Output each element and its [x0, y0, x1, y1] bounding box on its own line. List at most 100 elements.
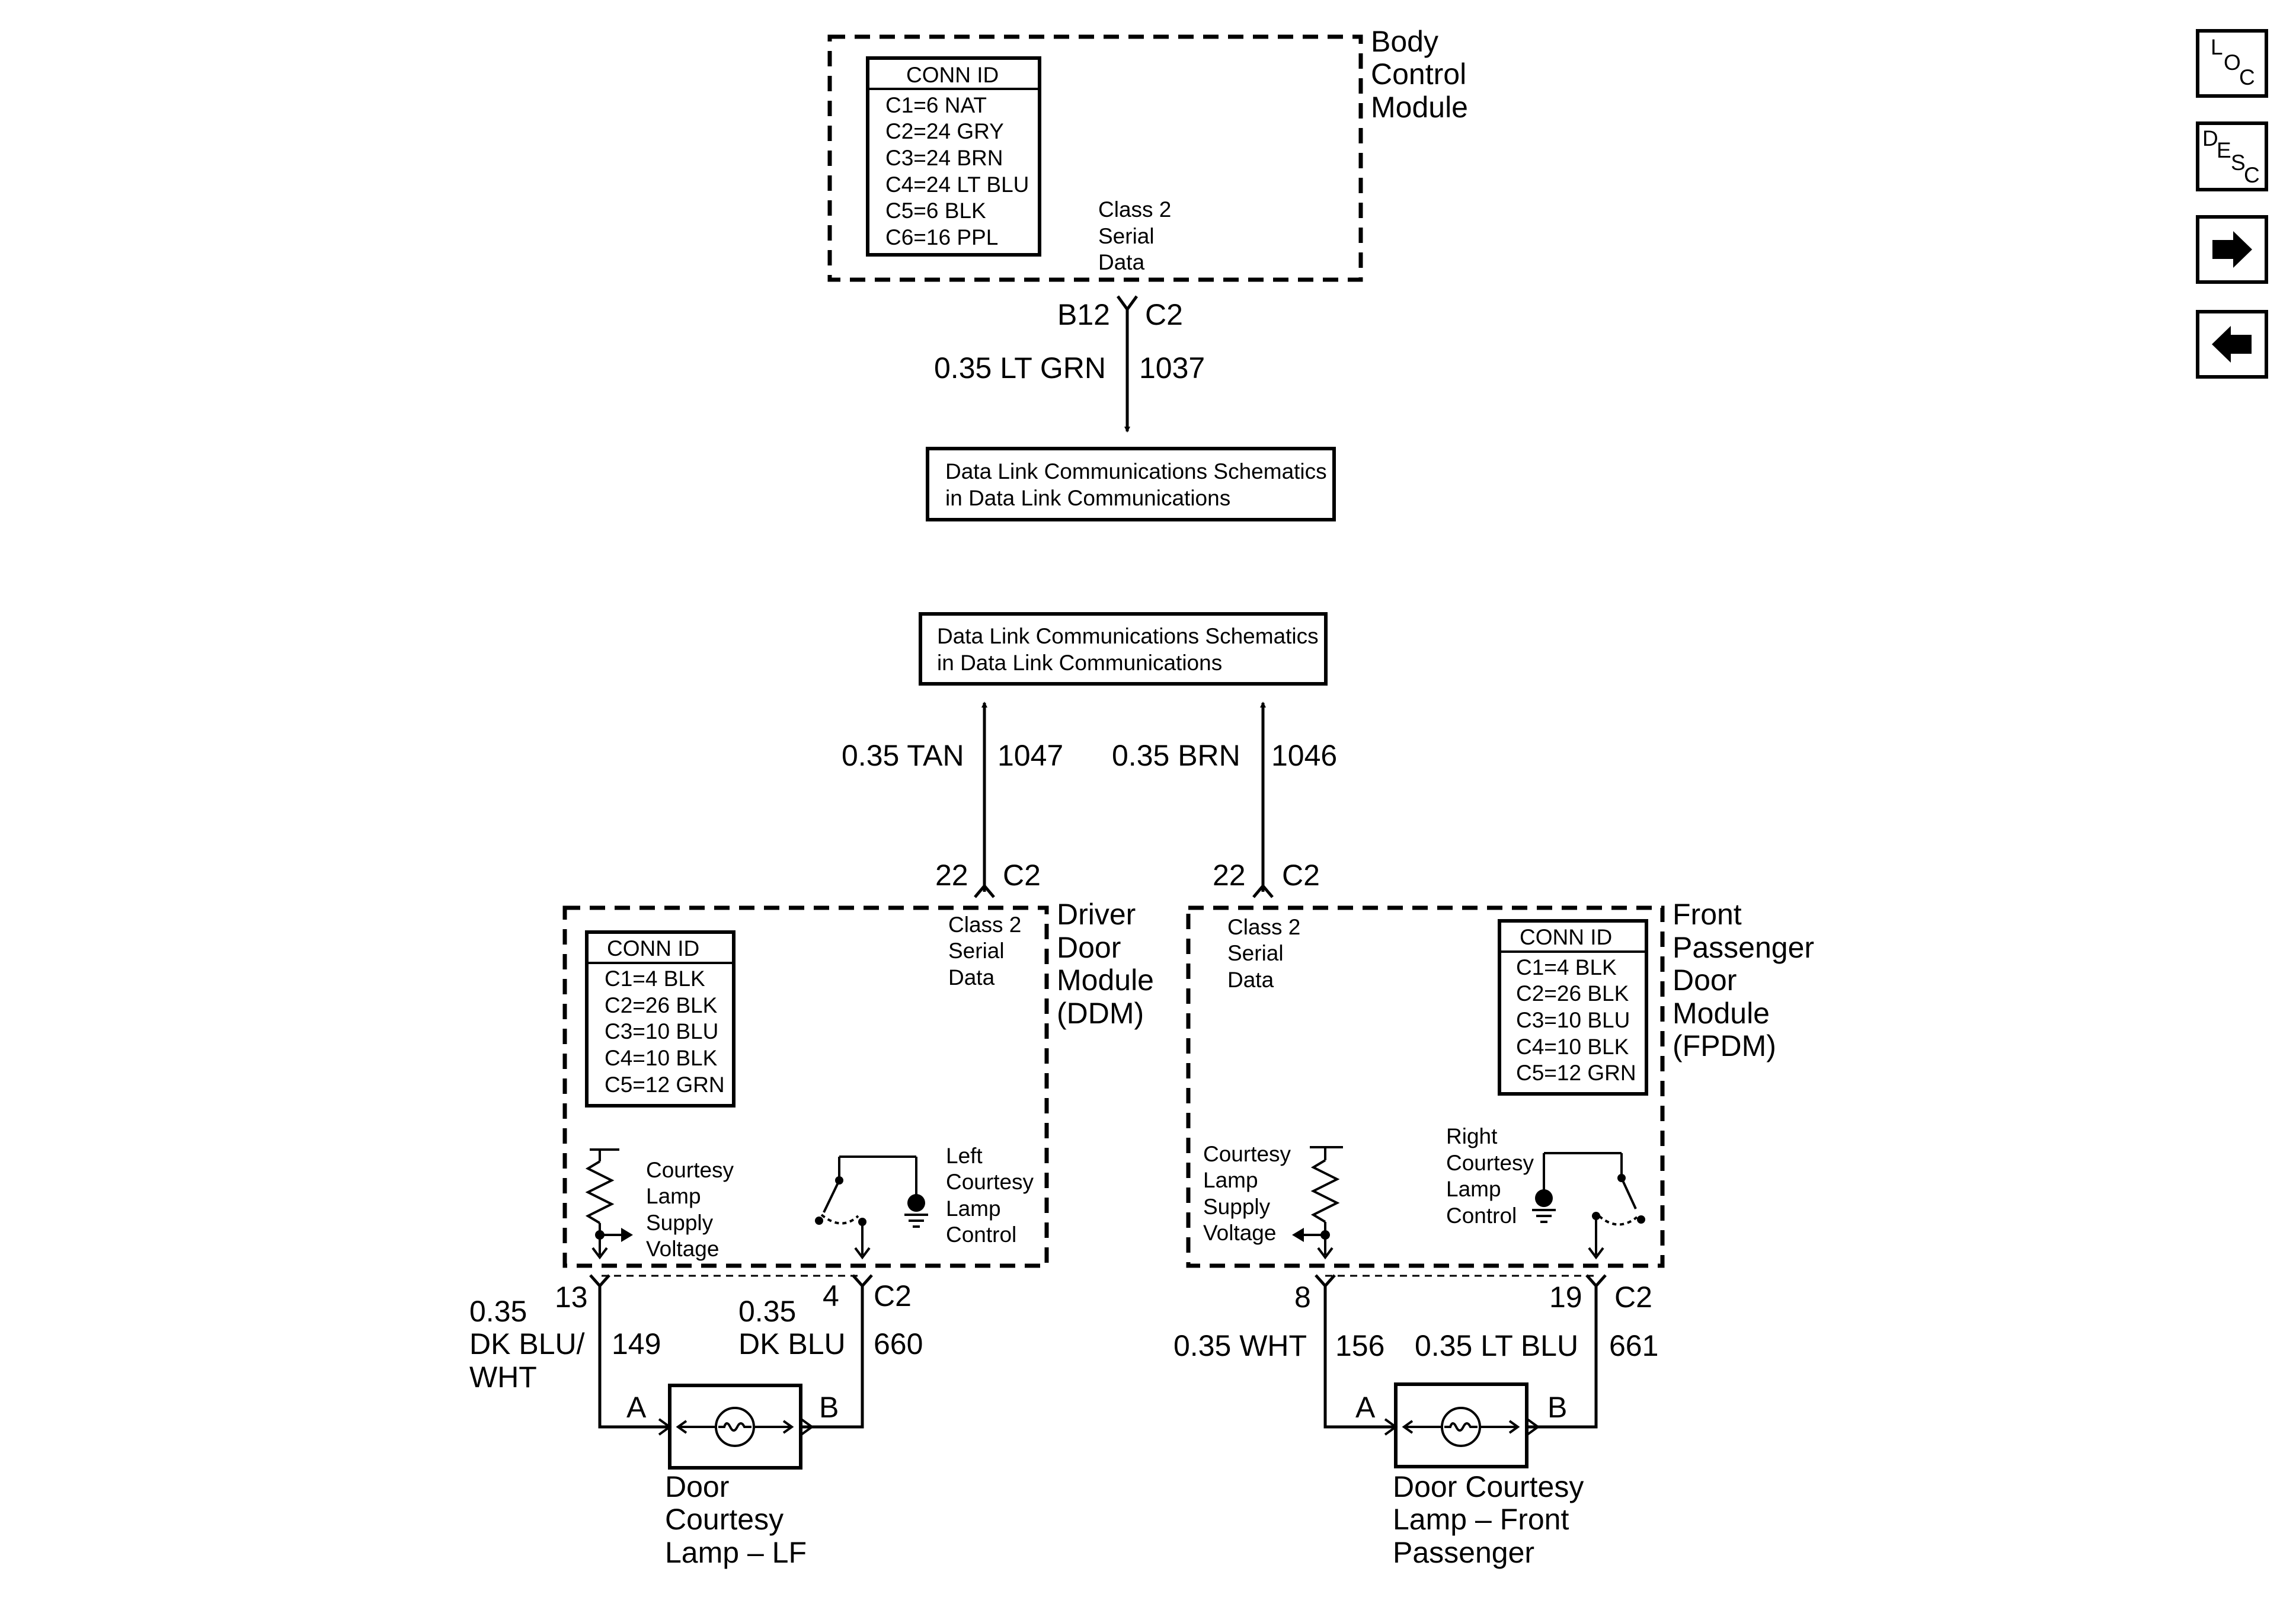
circuit-number: 156 [1335, 1329, 1384, 1362]
lf-courtesy-lamp [658, 1384, 814, 1470]
loc-letter: C [2239, 65, 2255, 89]
serial-data-label: Class 2 [1227, 915, 1300, 939]
lamp-name: Lamp – LF [665, 1536, 807, 1569]
supply-voltage-label: Lamp [646, 1184, 701, 1208]
conn-id-entry: C5=12 GRN [605, 1073, 725, 1097]
lamp-control-label: Left [946, 1144, 983, 1168]
conn-id-entry: C3=24 BRN [885, 146, 1003, 170]
ddm-name: Driver [1057, 898, 1136, 931]
lamp-name: Lamp – Front [1393, 1503, 1569, 1536]
supply-voltage-label: Lamp [1203, 1168, 1258, 1192]
serial-data-label: Serial [1227, 941, 1284, 965]
lamp-control-label: Courtesy [1446, 1151, 1534, 1175]
fpdm-control-switch [1543, 1152, 1645, 1260]
conn-id-entry: C4=10 BLK [1516, 1035, 1629, 1059]
wire-color-label: 0.35 [738, 1295, 796, 1328]
data-link-reference-text: Data Link Communications Schematics [945, 459, 1327, 484]
data-link-reference-middle[interactable]: Data Link Communications Schematics in D… [919, 612, 1328, 686]
lamp-bulb-icon [1441, 1407, 1481, 1447]
connector-pin-number: 13 [555, 1281, 588, 1314]
wire-color-label: 0.35 LT GRN [934, 351, 1106, 385]
supply-voltage-label: Courtesy [1203, 1142, 1291, 1166]
driver-door-module: Driver Door Module (DDM) Class 2 Serial … [562, 898, 1154, 1268]
terminal-label: A [626, 1391, 647, 1424]
supply-voltage-label: Supply [646, 1211, 714, 1235]
connector-pin-number: 22 [935, 859, 968, 892]
conn-id-entry: C4=10 BLK [605, 1046, 718, 1070]
lamp-name: Courtesy [665, 1503, 784, 1536]
data-link-reference-top[interactable]: Data Link Communications Schematics in D… [926, 447, 1336, 521]
loc-button[interactable]: L O C [2196, 29, 2268, 98]
fp-courtesy-lamp [1384, 1382, 1540, 1468]
arrow-right-icon [2212, 231, 2252, 268]
lamp-bulb-icon [715, 1407, 755, 1447]
prev-button[interactable] [2196, 310, 2268, 379]
connector-pin-number: 22 [1213, 859, 1246, 892]
ddm-conn-id-table: CONN ID C1=4 BLK C2=26 BLK C3=10 BLU C4=… [585, 930, 736, 1108]
lamp-control-label: Control [946, 1222, 1016, 1247]
serial-data-label: Data [948, 965, 995, 990]
conn-id-entry: C6=16 PPL [885, 225, 998, 249]
connector-pin-number: 8 [1294, 1281, 1311, 1314]
serial-data-label: Serial [948, 939, 1005, 963]
supply-voltage-label: Supply [1203, 1195, 1271, 1219]
terminal-label: A [1355, 1391, 1376, 1424]
lamp-name: Door [665, 1470, 729, 1503]
desc-letter: S [2231, 151, 2246, 175]
circuit-number: 660 [874, 1327, 923, 1361]
conn-id-title: CONN ID [1520, 925, 1612, 949]
conn-id-entry: C3=10 BLU [605, 1019, 718, 1044]
supply-voltage-label: Voltage [646, 1237, 719, 1261]
fpdm-conn-id-table: CONN ID C1=4 BLK C2=26 BLK C3=10 BLU C4=… [1498, 919, 1648, 1096]
connector-pin-number: B12 [1057, 298, 1110, 331]
desc-letter: D [2202, 126, 2218, 151]
conn-id-entry: C2=24 GRY [885, 119, 1004, 143]
lf-lamp-circuit: 13 4 C2 0.35 DK BLU/ WHT 149 0.35 DK BLU… [469, 1274, 923, 1569]
connector-id: C2 [1145, 298, 1183, 331]
serial-data-label: Serial [1098, 224, 1155, 248]
circuit-number: 661 [1609, 1329, 1658, 1362]
bcm-name: Control [1371, 57, 1466, 91]
bcm-data-wire: B12 C2 0.35 LT GRN 1037 [934, 295, 1205, 433]
wire-color-label: DK BLU [738, 1327, 846, 1361]
conn-id-entry: C1=4 BLK [605, 966, 705, 991]
ground-icon [904, 1194, 928, 1228]
conn-id-entry: C4=24 LT BLU [885, 172, 1029, 197]
loc-letter: L [2211, 35, 2223, 59]
desc-button[interactable]: D E S C [2196, 121, 2268, 191]
supply-voltage-label: Courtesy [646, 1158, 734, 1182]
conn-id-entry: C1=4 BLK [1516, 955, 1617, 980]
ddm-name: Module [1057, 964, 1154, 997]
ddm-control-switch [815, 1156, 917, 1260]
ground-icon [1532, 1189, 1556, 1223]
connector-id: C2 [1614, 1281, 1652, 1314]
wire-color-label: 0.35 TAN [842, 739, 964, 772]
connector-id: C2 [1003, 859, 1041, 892]
wire-color-label: 0.35 LT BLU [1415, 1329, 1578, 1362]
data-link-reference-text: Data Link Communications Schematics [937, 624, 1319, 648]
arrow-left-icon [2212, 326, 2252, 363]
wire-color-label: WHT [469, 1361, 537, 1394]
serial-data-label: Class 2 [948, 913, 1021, 937]
ddm-data-wire: 0.35 TAN 1047 22 C2 [842, 702, 1063, 898]
fpdm-name: Door [1673, 964, 1737, 997]
wire-color-label: DK BLU/ [469, 1327, 585, 1361]
lamp-control-label: Lamp [946, 1196, 1001, 1221]
fpdm-supply-resistor [1292, 1146, 1343, 1260]
next-button[interactable] [2196, 215, 2268, 284]
conn-id-title: CONN ID [906, 63, 999, 87]
terminal-label: B [1547, 1391, 1567, 1424]
connector-pin-number: 4 [823, 1279, 839, 1313]
data-link-reference-text: in Data Link Communications [945, 486, 1230, 510]
serial-data-label: Data [1098, 250, 1145, 274]
data-link-reference-text: in Data Link Communications [937, 651, 1222, 675]
lamp-control-label: Control [1446, 1204, 1517, 1228]
circuit-number: 1046 [1271, 739, 1337, 772]
wire-color-label: 0.35 WHT [1173, 1329, 1307, 1362]
lamp-name: Door Courtesy [1393, 1470, 1584, 1503]
bcm-conn-id-table: CONN ID C1=6 NAT C2=24 GRY C3=24 BRN C4=… [866, 56, 1041, 257]
connector-id: C2 [874, 1279, 912, 1313]
lamp-name: Passenger [1393, 1536, 1534, 1569]
fpdm-name: Module [1673, 997, 1770, 1030]
lamp-control-label: Lamp [1446, 1177, 1501, 1201]
